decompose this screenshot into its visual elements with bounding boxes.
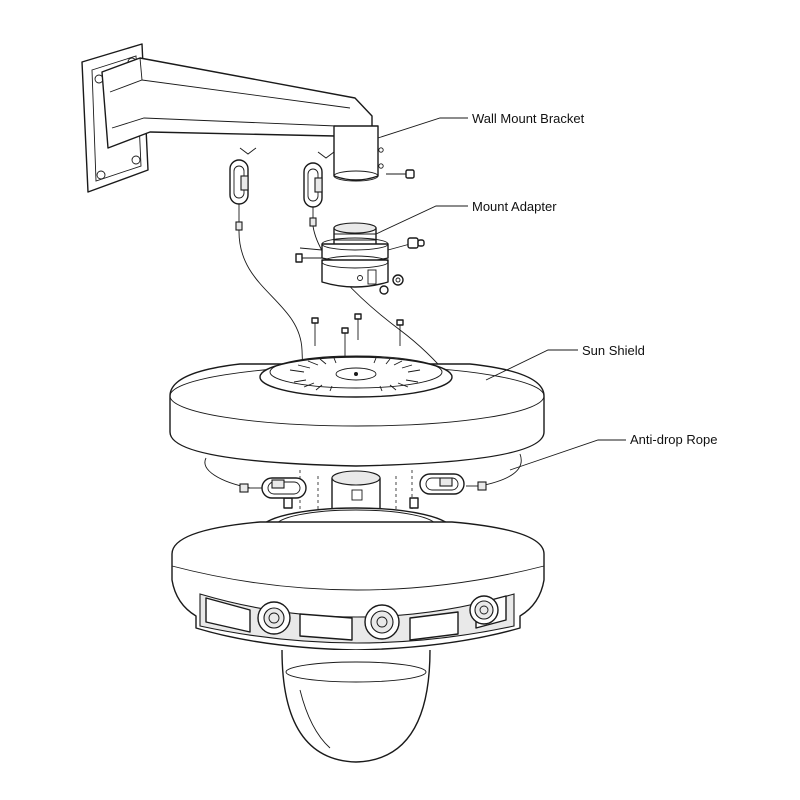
leader-wall-mount-bracket — [377, 117, 468, 139]
label-anti-drop-rope: Anti-drop Rope — [630, 432, 717, 447]
wall-mount-bracket — [81, 43, 384, 193]
camera-lens-1 — [257, 601, 291, 635]
leader-sun-shield — [485, 349, 578, 381]
camera-lens-3 — [469, 595, 499, 625]
sun-shield-screws — [311, 313, 404, 356]
label-wall-mount-bracket: Wall Mount Bracket — [472, 111, 585, 126]
sun-shield — [169, 355, 545, 467]
mount-adapter — [295, 222, 425, 295]
camera-dome — [281, 649, 431, 763]
label-sun-shield: Sun Shield — [582, 343, 645, 358]
carabiner-left-middle — [239, 477, 307, 499]
leader-mount-adapter — [375, 205, 468, 235]
bracket-screw — [386, 169, 415, 179]
camera-lens-2 — [364, 604, 400, 640]
leader-anti-drop-rope — [509, 439, 626, 471]
carabiner-right-top — [303, 162, 323, 227]
carabiner-left-top — [229, 159, 249, 231]
label-mount-adapter: Mount Adapter — [472, 199, 557, 214]
camera-body — [171, 507, 545, 651]
carabiner-right-middle — [419, 473, 487, 495]
